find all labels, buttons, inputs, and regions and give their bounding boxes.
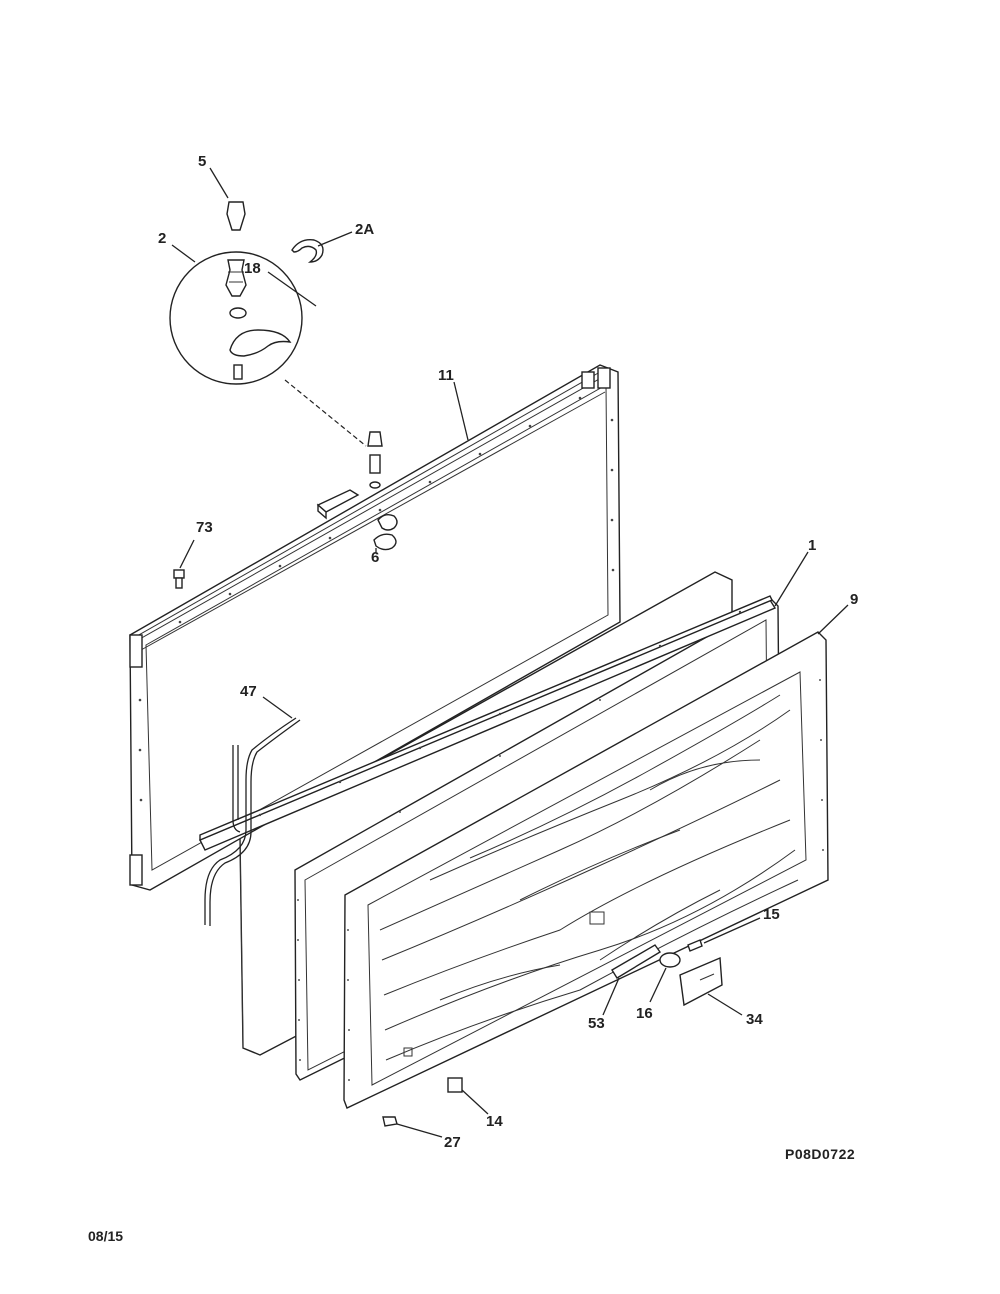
screw-part — [173, 569, 185, 589]
callout-6: 6 — [371, 549, 379, 566]
hinge-clip-part — [373, 513, 398, 551]
callout-1: 1 — [808, 537, 816, 554]
callout-9: 9 — [850, 591, 858, 608]
callout-15: 15 — [763, 906, 780, 923]
wire-rod-part — [204, 717, 301, 926]
callout-27: 27 — [444, 1134, 461, 1151]
bezel-plate-part — [679, 956, 723, 1007]
pin-part — [382, 1116, 398, 1127]
nut-part — [447, 1077, 463, 1093]
hinge-detail-callout — [169, 251, 303, 385]
clip-part — [291, 239, 324, 263]
callout-14: 14 — [486, 1113, 503, 1130]
outer-door-panel-part — [343, 631, 829, 1109]
callout-2: 2 — [158, 230, 166, 247]
drawing-code: P08D0722 — [785, 1146, 856, 1162]
callout-2a: 2A — [355, 221, 374, 238]
callout-11: 11 — [438, 367, 454, 384]
page-date: 08/15 — [88, 1228, 124, 1244]
hinge-stack-part — [367, 431, 383, 489]
hinge-bushing-icon — [225, 259, 247, 297]
door-liner-frame-part — [129, 364, 621, 891]
lock-button-part — [659, 939, 703, 968]
hinge-pin-part — [226, 201, 246, 231]
callout-53: 53 — [588, 1015, 605, 1032]
callout-16: 16 — [636, 1005, 653, 1022]
leader-lines — [171, 167, 849, 1138]
callout-5: 5 — [198, 153, 206, 170]
breaker-strip-part — [199, 595, 777, 851]
handle-bracket-part — [611, 944, 662, 979]
callout-47: 47 — [240, 683, 257, 700]
callout-73: 73 — [196, 519, 213, 536]
spacer-block-part — [316, 489, 360, 520]
callout-18: 18 — [244, 260, 261, 277]
callout-34: 34 — [746, 1011, 763, 1028]
